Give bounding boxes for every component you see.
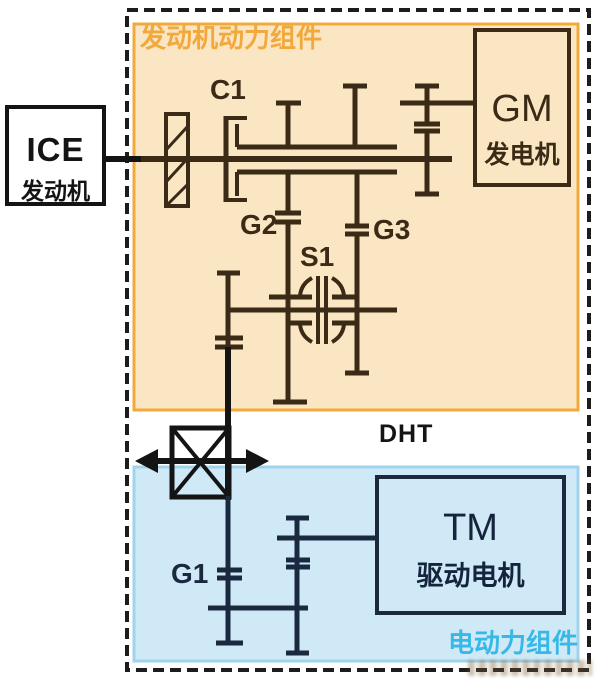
tm-cname-label: 驱动电机 xyxy=(416,561,525,591)
gm-abbr-label: GM xyxy=(491,88,553,130)
g1-gear-symbol xyxy=(216,496,243,646)
electric-region-label: 电动力组件 xyxy=(448,628,579,658)
gear-g3-symbol xyxy=(343,83,369,376)
synchronizer-s1-symbol xyxy=(269,276,358,344)
gear-g1-label: G1 xyxy=(171,558,209,589)
ice-engine-box: ICE 发动机 xyxy=(5,105,106,206)
damper-icon xyxy=(164,112,190,208)
synchro-s1-label: S1 xyxy=(300,241,335,272)
clutch-c1-symbol xyxy=(223,116,247,202)
ice-cname-label: 发动机 xyxy=(21,178,90,204)
gm-cname-label: 发电机 xyxy=(484,141,560,169)
hollow-shaft-lines xyxy=(237,144,397,175)
ice-abbr-label: ICE xyxy=(26,131,85,168)
gm-generator-box: GM 发电机 xyxy=(473,28,571,187)
engine-region-label: 发动机动力组件 xyxy=(140,23,323,53)
clutch-c1-label: C1 xyxy=(210,74,246,105)
dht-dashed-border xyxy=(125,8,591,672)
tm-gear-symbol xyxy=(277,515,377,656)
tm-motor-box: TM 驱动电机 xyxy=(375,475,566,615)
tm-abbr-label: TM xyxy=(443,507,498,549)
gear-g2-label: G2 xyxy=(240,209,278,240)
gm-gear-symbol xyxy=(400,83,474,197)
gear-g3-label: G3 xyxy=(373,214,411,245)
watermark xyxy=(468,660,592,676)
output-gear-symbol xyxy=(215,270,243,350)
axle-arrow-icon xyxy=(135,449,269,473)
dht-title-label: DHT xyxy=(379,420,434,448)
gear-g2-symbol xyxy=(273,100,307,405)
